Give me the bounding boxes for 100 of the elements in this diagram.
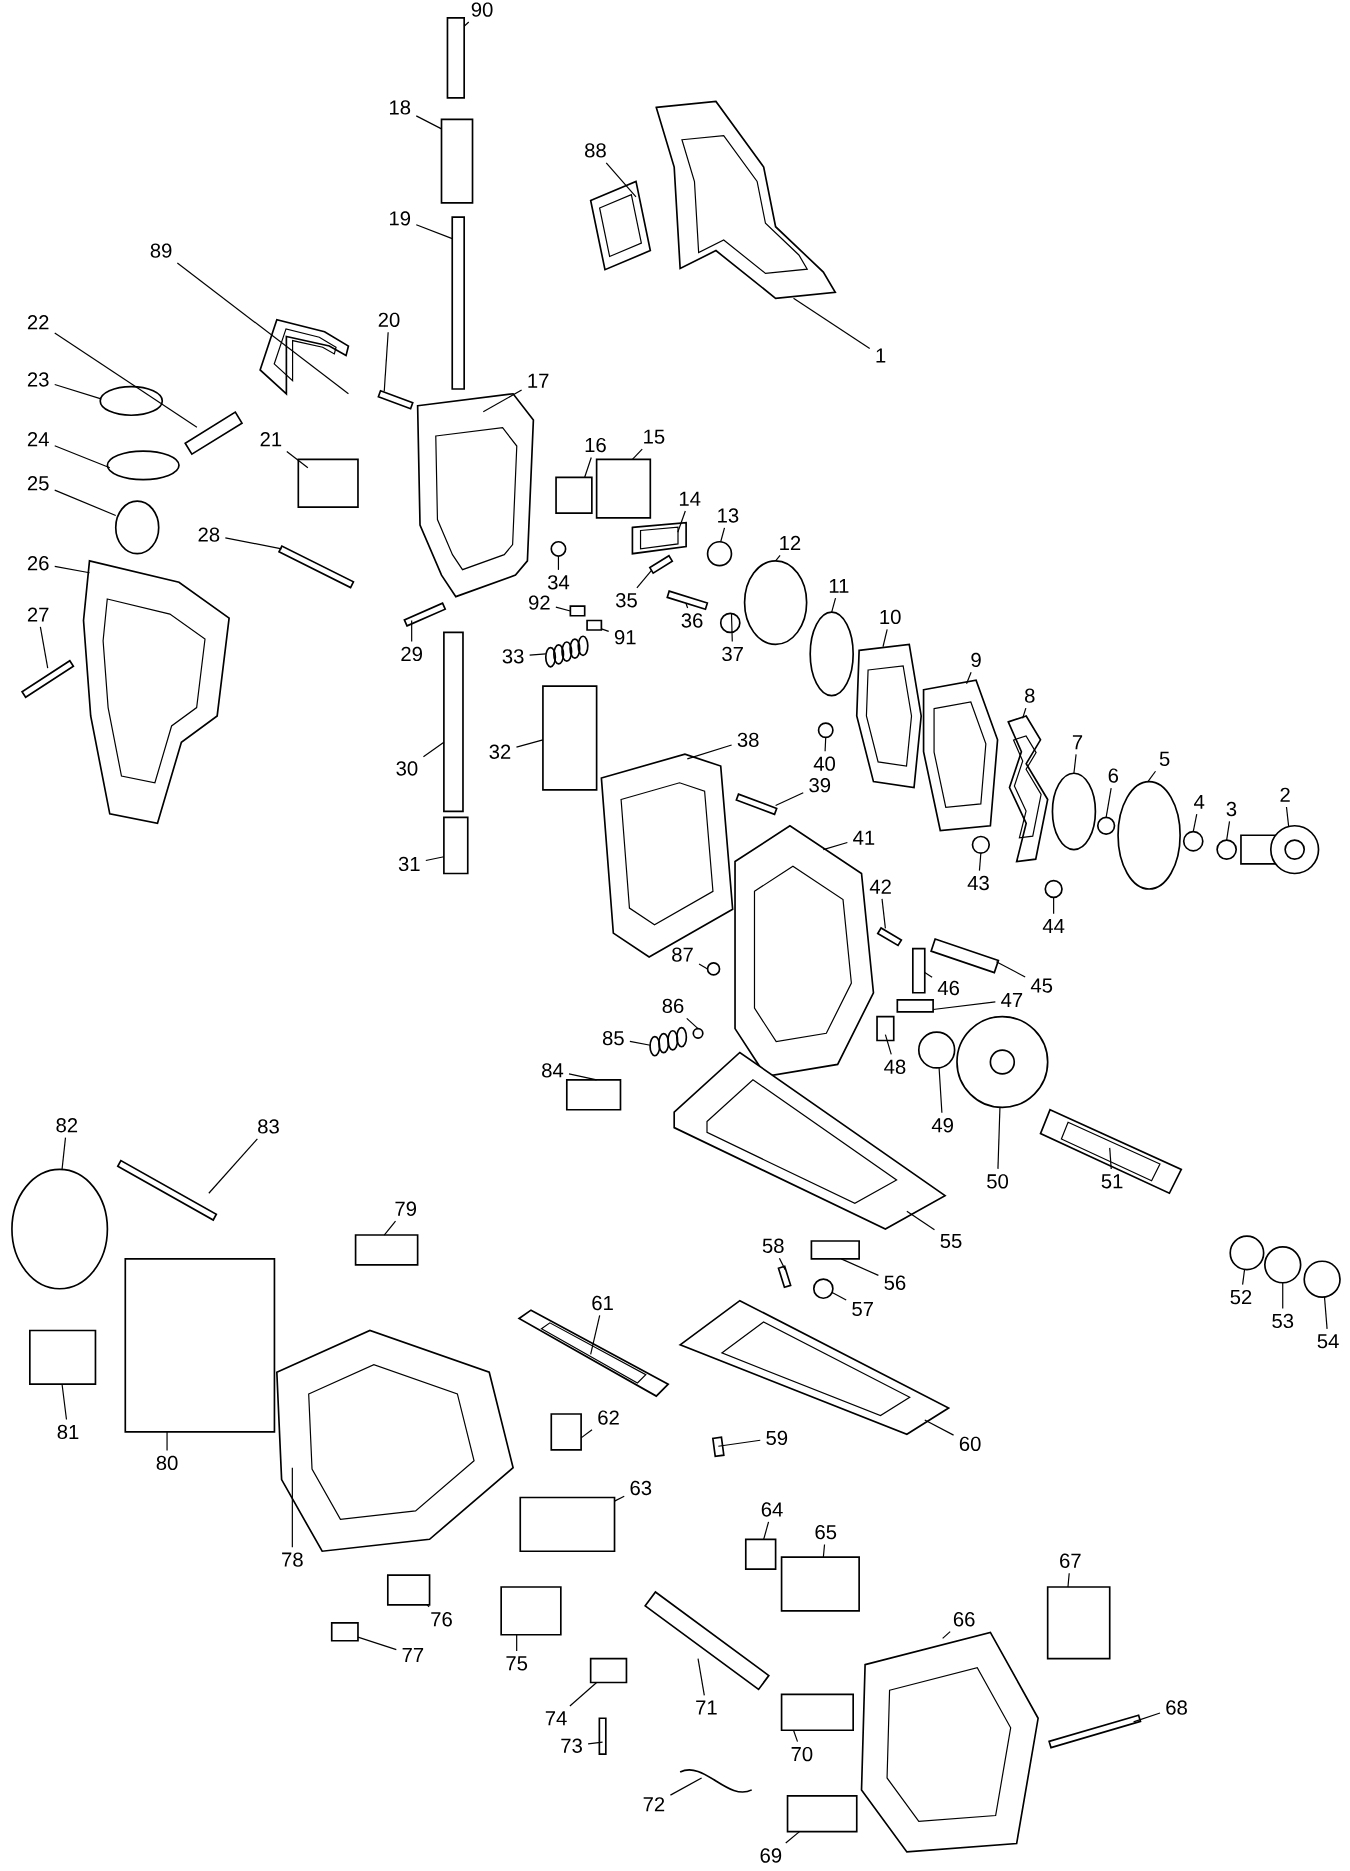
callout-number: 56 [884,1275,906,1290]
leader-line [685,603,689,609]
leader-line [482,389,523,413]
callout-number: 15 [644,429,665,444]
part-drawing [912,947,926,994]
callout-number: 69 [760,1848,782,1863]
leader-line [1105,787,1112,818]
part-drawing [550,540,567,557]
part-drawing [896,999,935,1013]
part-drawing [500,1586,562,1636]
part-drawing [1117,780,1182,890]
leader-line [357,1636,398,1651]
part-drawing [542,685,598,791]
leader-line [793,297,871,350]
leader-line [286,450,309,469]
part-drawing [1051,772,1097,851]
callout-number: 11 [830,578,849,593]
part-drawing [1183,830,1204,852]
part-drawing [115,500,160,555]
callout-number: 77 [402,1648,424,1662]
callout-number: 28 [198,527,220,542]
callout-number: 72 [643,1797,665,1812]
leader-line [1242,1269,1246,1286]
callout-number: 30 [396,761,418,776]
callout-number: 67 [1060,1553,1081,1568]
leader-line [569,1681,598,1707]
callout-number: 85 [603,1030,624,1046]
callout-number: 6 [1108,768,1119,783]
callout-number: 68 [1166,1700,1188,1715]
leader-line [775,554,781,562]
part-drawing [29,1329,97,1385]
callout-number: 2 [1280,787,1290,802]
leader-line [516,1634,518,1652]
leader-line [677,510,687,533]
leader-line [580,1429,593,1439]
callout-number: 88 [585,143,607,158]
part-drawing [1240,824,1320,875]
part-drawing [780,1556,861,1612]
leader-line [529,653,547,656]
part-drawing [124,1258,276,1433]
part-drawing [922,679,999,832]
leader-line [966,671,972,685]
callout-number: 82 [56,1118,78,1133]
callout-number: 90 [471,2,493,17]
callout-number: 73 [561,1738,583,1753]
part-drawing [809,611,855,697]
callout-number: 40 [813,756,836,771]
part-drawing [692,1027,704,1039]
leader-line [763,1521,770,1540]
callout-number: 91 [615,630,636,645]
callout-number: 36 [681,613,703,628]
callout-number: 39 [809,778,831,793]
part-drawing [679,1769,753,1793]
part-drawing [99,385,164,417]
callout-number: 46 [938,980,960,996]
part-drawing [745,1538,777,1570]
callout-number: 14 [680,491,701,506]
leader-line [979,852,982,872]
callout-number: 60 [960,1436,981,1451]
part-drawing [106,450,181,481]
part-drawing [817,722,834,739]
leader-line [383,331,389,392]
part-drawing [297,458,360,508]
leader-line [425,856,445,862]
callout-number: 52 [1230,1289,1252,1305]
callout-number: 78 [282,1552,303,1567]
part-drawing [387,1574,431,1606]
part-drawing [918,1031,956,1069]
part-drawing [443,631,465,813]
part-drawing [1007,714,1049,863]
leader-line [731,612,734,643]
part-drawing [550,1413,583,1451]
part-drawing [596,458,652,519]
callout-number: 70 [791,1746,813,1762]
leader-line [1286,806,1290,828]
callout-number: 5 [1160,751,1170,766]
leader-line [831,597,837,613]
part-drawing [706,962,721,976]
leader-line [54,332,198,428]
callout-number: 65 [815,1524,837,1540]
part-drawing [1229,1235,1265,1271]
leader-line [614,1495,626,1502]
callout-number: 9 [971,652,981,668]
leader-line [411,619,413,643]
callout-number: 3 [1226,801,1237,817]
leader-line [996,961,1026,978]
leader-line [793,1729,799,1743]
callout-number: 43 [967,875,990,891]
leader-line [881,898,887,929]
callout-number: 12 [780,535,801,550]
leader-line [54,445,111,469]
leader-line [555,606,572,612]
callout-number: 66 [954,1612,975,1627]
part-drawing [21,659,75,699]
leader-line [942,1631,951,1639]
leader-line [224,537,283,550]
leader-line [587,1741,604,1745]
callout-number: 32 [489,744,511,759]
leader-line [822,841,849,851]
leader-line [824,736,827,752]
